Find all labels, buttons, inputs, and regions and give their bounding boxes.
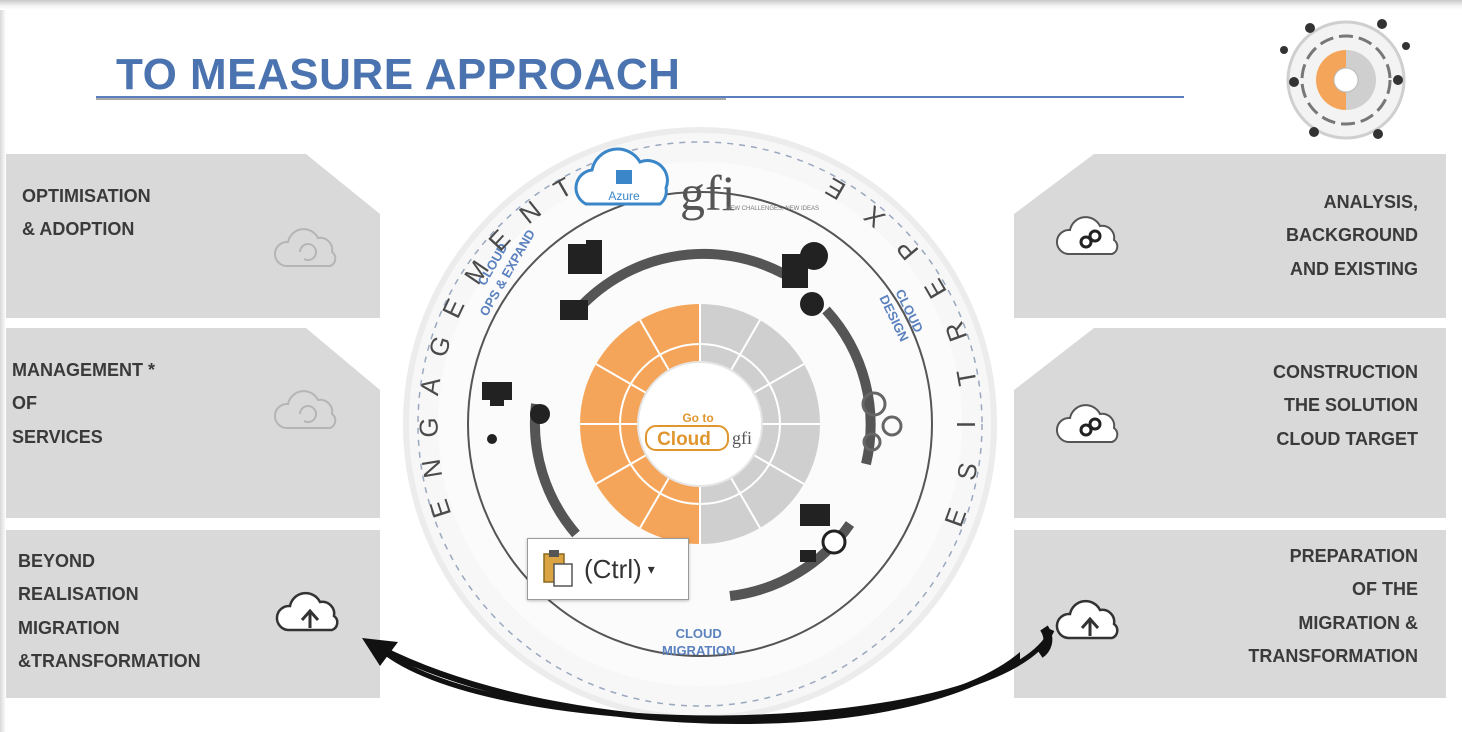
clipboard-icon [543, 550, 573, 587]
right-panel-label-3: PREPARATION OF THE MIGRATION & TRANSFORM… [1248, 546, 1418, 666]
center-goto-text: Go to [682, 411, 713, 425]
gfi-tagline: NEW CHALLENGES, NEW IDEAS [726, 206, 819, 212]
center-gfi-text: gfi [732, 428, 752, 448]
right-panel-shape-3 [1014, 530, 1446, 698]
chevron-down-icon[interactable]: ▾ [647, 560, 655, 577]
cloud-upload-icon [275, 591, 339, 632]
left-panel-label-1: OPTIMISATION & ADOPTION [22, 186, 151, 240]
right-panel-shape-1 [1014, 154, 1446, 318]
gfi-logo-text: gfi [680, 165, 736, 221]
ring-letter: G [413, 417, 444, 438]
paste-options-label: (Ctrl) [584, 553, 642, 584]
left-panel-shape-1 [6, 154, 380, 318]
top-border [0, 0, 1462, 10]
ring-letter: I [951, 420, 982, 429]
page-title: TO MEASURE APPROACH [116, 50, 681, 99]
left-panel-shape-2 [6, 328, 380, 518]
title-underline-shadow [96, 98, 726, 100]
left-panel-shape-3 [6, 530, 380, 698]
left-panel-label-3: BEYOND REALISATION MIGRATION &TRANSFORMA… [18, 551, 201, 671]
cloud-upload-icon [1055, 599, 1119, 640]
title-underline [96, 96, 1184, 98]
paste-options-button[interactable]: (Ctrl) ▾ [527, 538, 689, 600]
right-panel-label-1: ANALYSIS, BACKGROUND AND EXISTING [1286, 192, 1418, 279]
right-panel-shape-2 [1014, 328, 1446, 518]
phase-cloud-migration-label: CLOUD MIGRATION [662, 626, 736, 658]
cloud-refresh-icon [274, 228, 337, 267]
left-panel-label-2: MANAGEMENT * OF SERVICES [12, 360, 155, 447]
cloud-link-icon [1056, 216, 1119, 255]
center-cloud-text: Cloud [657, 429, 711, 450]
left-border [0, 10, 6, 732]
right-panel-label-2: CONSTRUCTION THE SOLUTION CLOUD TARGET [1273, 362, 1418, 449]
cloud-link-icon [1056, 404, 1119, 443]
cloud-refresh-icon [274, 390, 337, 429]
azure-logo-text: Azure [608, 189, 640, 203]
cycle-return-arrow [362, 625, 1055, 721]
thumbnail-cycle-icon [1280, 19, 1410, 140]
